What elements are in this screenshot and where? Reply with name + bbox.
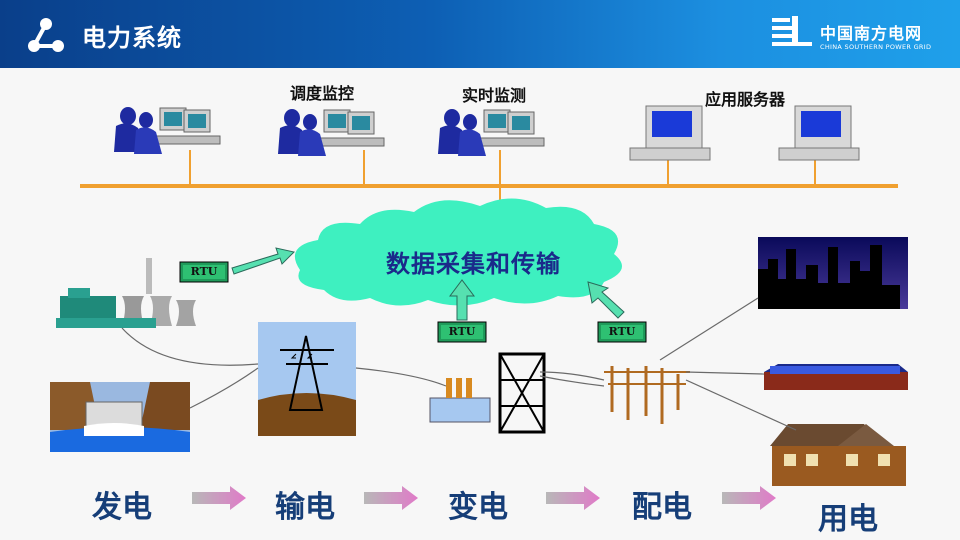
rtu-unit-substation [437,321,487,343]
dispatch-workstation-2 [278,109,385,156]
stage-distribution: 配电 [632,490,692,525]
factory-icon [764,364,908,390]
rtu-label-generation: RTU [190,265,218,278]
network-nodes-icon [28,18,64,52]
power-plant-icon [56,258,196,328]
cloud-label: 数据采集和传输 [386,249,561,278]
stage-transformation: 变电 [448,490,508,525]
monitoring-workstation [438,109,545,156]
house-icon [770,424,906,486]
brand-name-cn: 中国南方电网 [820,24,923,43]
flow-arrows [192,486,776,510]
rtu-unit-distribution [597,321,647,343]
brand-name-en: CHINA SOUTHERN POWER GRID [820,43,932,51]
page-title: 电力系统 [82,24,182,52]
rtu-label-distribution: RTU [608,325,636,338]
header-bar: 电力系统 中国南方电网 CHINA SOUTHERN POWER GRID [0,0,960,68]
brand-logo: 中国南方电网 CHINA SOUTHERN POWER GRID [770,14,950,58]
server-computer-1 [629,105,711,161]
rtu-unit-generation [179,261,229,283]
power-lines [121,297,797,431]
stage-consumption: 用电 [818,502,878,537]
transmission-tower-icon [258,322,356,436]
rtu-to-cloud-arrows [231,247,625,321]
label-dispatch-monitoring: 调度监控 [290,84,355,103]
rtu-label-substation: RTU [448,325,476,338]
stage-transmission: 输电 [275,490,335,525]
server-computer-2 [778,105,860,161]
csg-logo-icon [772,16,812,46]
power-system-diagram [50,105,908,510]
stage-generation: 发电 [92,490,152,525]
hydro-dam-icon [50,382,190,452]
data-cloud [294,198,622,306]
label-realtime-monitoring: 实时监测 [462,86,527,105]
substation-icon [429,352,546,434]
city-skyline-icon [758,237,908,309]
distribution-poles-icon [604,366,690,424]
dispatch-workstation-1 [114,107,221,154]
label-application-server: 应用服务器 [705,90,786,109]
network-bus [80,150,898,200]
